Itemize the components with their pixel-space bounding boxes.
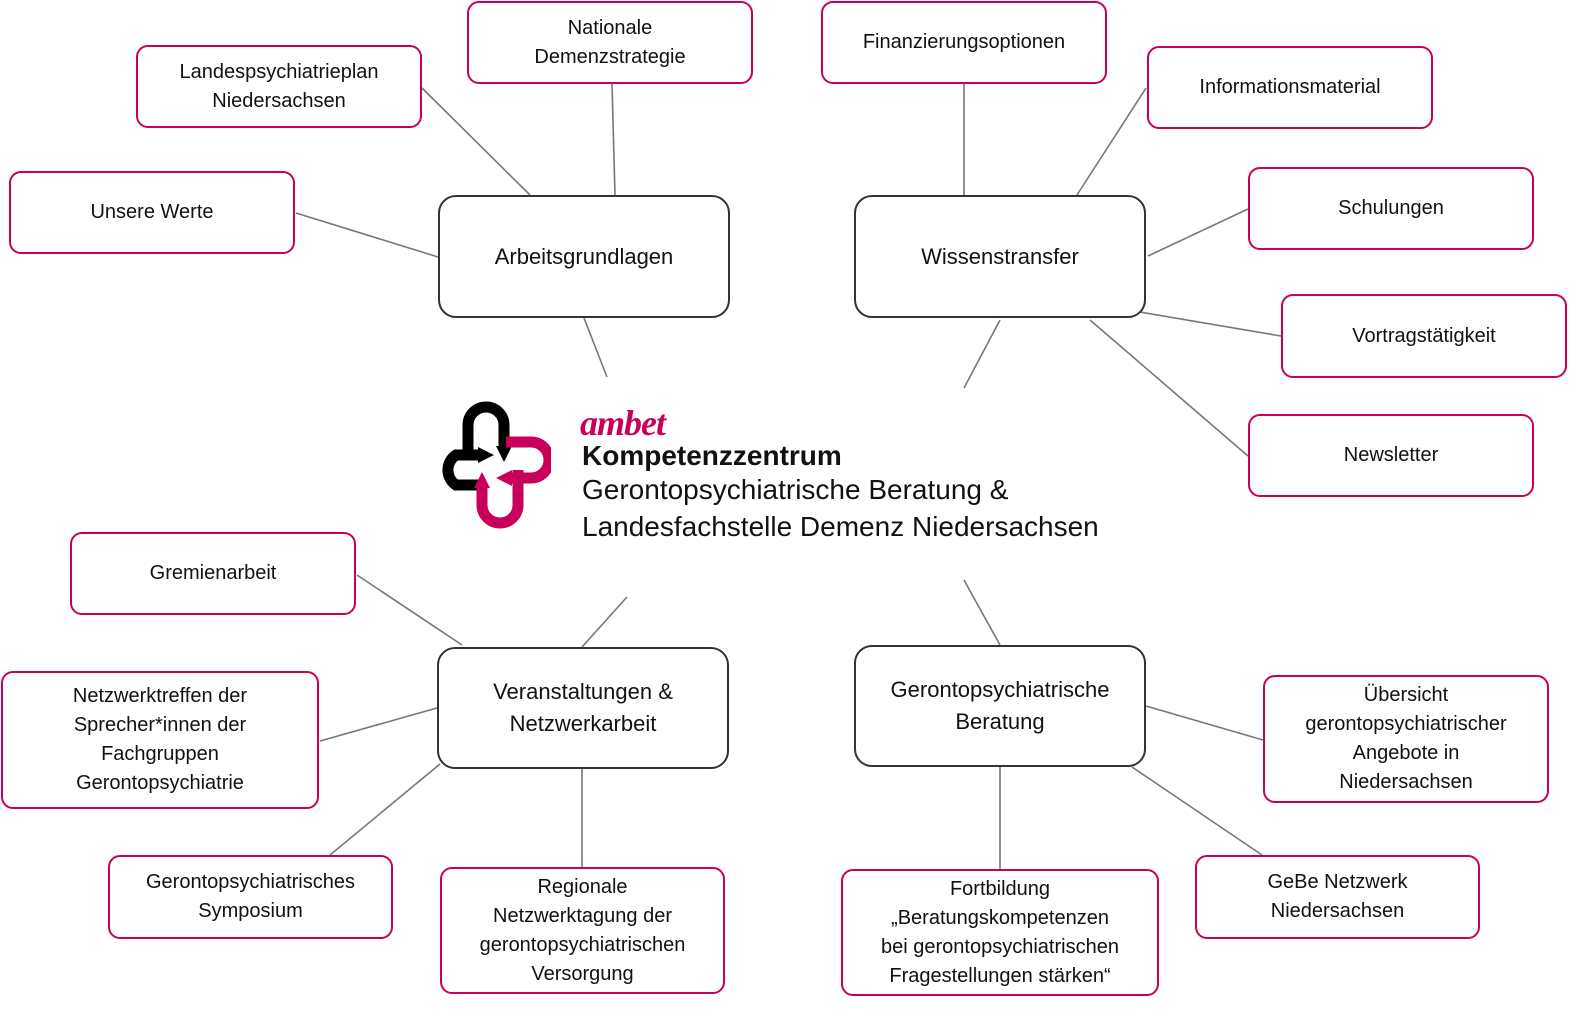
node-vortrag: Vortragstätigkeit xyxy=(1281,294,1567,378)
hub-arbeitsgrundlagen: Arbeitsgrundlagen xyxy=(438,195,730,318)
center-subtitle-line1: Gerontopsychiatrische Beratung & xyxy=(582,474,1009,505)
hub-beratung: Gerontopsychiatrische Beratung xyxy=(854,645,1146,767)
node-informationsmaterial: Informationsmaterial xyxy=(1147,46,1433,129)
node-schulungen: Schulungen xyxy=(1248,167,1534,250)
node-fortbildung: Fortbildung „Beratungskompetenzen bei ge… xyxy=(841,869,1159,996)
center-subtitle-line2: Landesfachstelle Demenz Niedersachsen xyxy=(582,511,1099,542)
node-newsletter: Newsletter xyxy=(1248,414,1534,497)
node-netzwerktreffen: Netzwerktreffen der Sprecher*innen der F… xyxy=(1,671,319,809)
node-gebe: GeBe Netzwerk Niedersachsen xyxy=(1195,855,1480,939)
node-landespsychiatrieplan: Landespsychiatrieplan Niedersachsen xyxy=(136,45,422,128)
node-gremienarbeit: Gremienarbeit xyxy=(70,532,356,615)
node-demenzstrategie: Nationale Demenzstrategie xyxy=(467,1,753,84)
ambet-logo-icon xyxy=(442,401,551,529)
node-werte: Unsere Werte xyxy=(9,171,295,254)
node-regionale: Regionale Netzwerktagung der gerontopsyc… xyxy=(440,867,725,994)
hub-veranstaltungen: Veranstaltungen & Netzwerkarbeit xyxy=(437,647,729,769)
brand-name: ambet xyxy=(580,403,666,443)
center-title: Kompetenzzentrum xyxy=(582,440,842,471)
hub-wissenstransfer: Wissenstransfer xyxy=(854,195,1146,318)
node-symposium: Gerontopsychiatrisches Symposium xyxy=(108,855,393,939)
node-uebersicht: Übersicht gerontopsychiatrischer Angebot… xyxy=(1263,675,1549,803)
node-finanzierung: Finanzierungsoptionen xyxy=(821,1,1107,84)
